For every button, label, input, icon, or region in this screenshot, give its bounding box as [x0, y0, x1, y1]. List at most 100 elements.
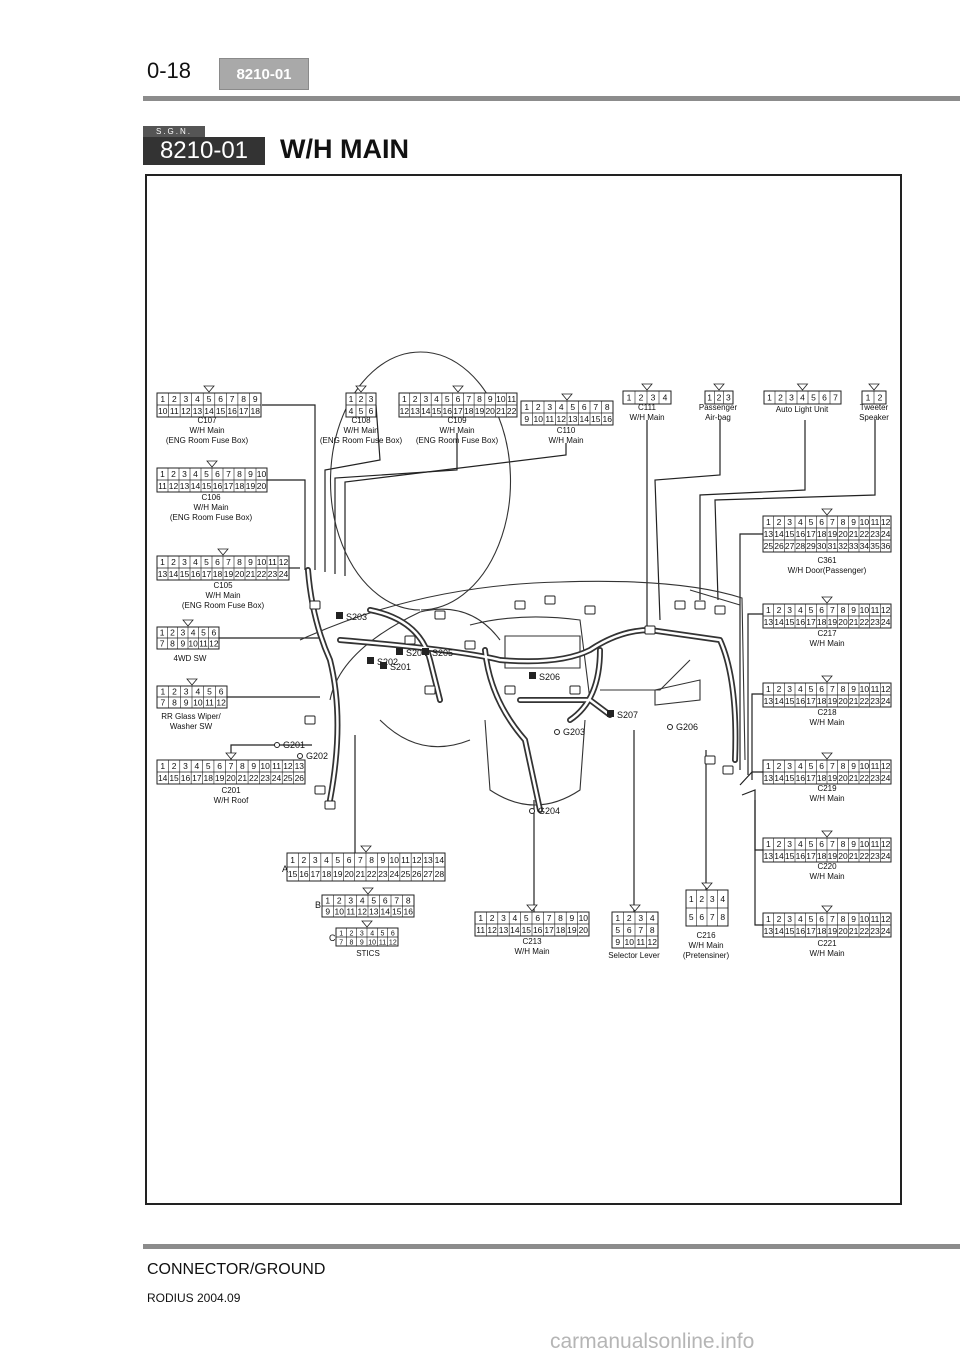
connector-c217-label: W/H Main	[809, 639, 844, 648]
connector-c201-pin: 18	[203, 773, 213, 783]
connector-c218-pin: 12	[881, 684, 891, 694]
dashboard-outline	[504, 635, 581, 669]
leader-wire	[344, 443, 567, 576]
connector-c107-pin: 17	[239, 406, 249, 416]
branch-connector	[704, 755, 716, 765]
connector-stics-18-pin: 24	[389, 869, 399, 879]
connector-stics-pin: 1	[339, 930, 343, 937]
connector-c201-pin: 16	[181, 773, 191, 783]
connector-stics-19-pin: 8	[406, 895, 411, 905]
connector-c220-pin: 20	[838, 851, 848, 861]
connector-stics-19-pin: 10	[335, 906, 345, 916]
connector-c213-pin: 12	[487, 925, 497, 935]
connector-stics-18-pin: 13	[423, 855, 433, 865]
connector-rrwiper-pin: 12	[216, 697, 226, 707]
connector-c221-key	[821, 905, 833, 913]
connector-c201-label: W/H Roof	[214, 796, 249, 805]
connector-c213-pin: 10	[579, 913, 589, 923]
connector-4wd-pin: 7	[160, 638, 165, 648]
connector-c105-pin: 3	[182, 557, 187, 567]
connector-c109-pin: 14	[421, 406, 431, 416]
connector-c109-key	[452, 385, 464, 393]
connector-c361-pin: 17	[806, 529, 816, 539]
connector-c201-pin: 15	[169, 773, 179, 783]
connector-c108-pin: 1	[349, 394, 354, 404]
connector-stics-18-pin: 3	[313, 855, 318, 865]
connector-stics-18-pin: 15	[288, 869, 298, 879]
connector-passenger-label: Passenger	[699, 403, 738, 412]
ground-point	[667, 724, 673, 730]
connector-c109-pin: 4	[434, 394, 439, 404]
connector-c107-pin: 11	[170, 406, 179, 416]
page-number: 0-18	[147, 58, 192, 83]
connector-autolight-pin: 5	[811, 392, 816, 402]
connector-passenger-pin: 2	[717, 392, 722, 402]
wire-harness-core	[338, 628, 737, 762]
connector-stics-key	[361, 920, 373, 928]
connector-c107-pin: 15	[216, 406, 226, 416]
ground-point	[274, 742, 280, 748]
leader-wire	[699, 420, 806, 600]
connector-c110-pin: 13	[568, 414, 578, 424]
ground-label: G202	[306, 751, 328, 761]
connector-c220-key	[821, 830, 833, 838]
connector-c109-label: (ENG Room Fuse Box)	[416, 436, 499, 445]
connector-c361-pin: 19	[828, 529, 838, 539]
leader-wire	[654, 420, 721, 621]
connector-c219-pin: 3	[787, 761, 792, 771]
connector-c218-pin: 3	[787, 684, 792, 694]
connector-c220-pin: 15	[785, 851, 795, 861]
connector-c361-pin: 7	[830, 517, 835, 527]
connector-rrwiper-pin: 8	[172, 697, 177, 707]
footer-model: RODIUS 2004.09	[147, 1291, 241, 1305]
connector-c218-label: C218	[817, 708, 837, 717]
connector-selector-pin: 7	[638, 925, 643, 935]
connector-c220-pin: 19	[828, 851, 838, 861]
connector-c361-pin: 32	[838, 541, 848, 551]
connector-stics-18-pin: 16	[299, 869, 309, 879]
connector-c106-pin: 9	[248, 469, 253, 479]
connector-passenger-key	[713, 383, 725, 391]
ground-label: G201	[283, 740, 305, 750]
connector-stics-19-pin: 3	[348, 895, 353, 905]
connector-c221-pin: 8	[841, 914, 846, 924]
connector-c105-pin: 7	[226, 557, 231, 567]
connector-rrwiper-key	[186, 678, 198, 686]
connector-rrwiper-pin: 9	[184, 697, 189, 707]
connector-stics-18-pin: 18	[322, 869, 332, 879]
connector-c218-pin: 21	[849, 696, 859, 706]
connector-c219-pin: 12	[881, 761, 891, 771]
connector-c219-pin: 22	[860, 773, 870, 783]
connector-c361-pin: 12	[881, 517, 891, 527]
connector-c105-pin: 9	[248, 557, 253, 567]
connector-c361-pin: 6	[819, 517, 824, 527]
branch-connector	[404, 635, 416, 645]
connector-stics-18-pin: 23	[378, 869, 388, 879]
connector-c217-pin: 15	[785, 617, 795, 627]
connector-stics-19-key	[362, 887, 374, 895]
connector-stics-label: STICS	[356, 949, 380, 958]
splice-marker	[422, 648, 429, 655]
connector-c220-pin: 10	[860, 839, 870, 849]
connector-c105-pin: 18	[213, 569, 223, 579]
branch-connector	[714, 605, 726, 615]
connector-c107-pin: 16	[227, 406, 237, 416]
connector-c201-pin: 17	[192, 773, 202, 783]
connector-c217-pin: 5	[809, 605, 814, 615]
connector-c109-pin: 7	[466, 394, 471, 404]
connector-selector-key	[629, 904, 641, 912]
connector-c111-pin: 1	[627, 392, 632, 402]
connector-c105-pin: 20	[235, 569, 245, 579]
connector-c107-pin: 7	[230, 394, 235, 404]
wire-harness	[517, 697, 613, 718]
connector-stics-18-pin: 27	[423, 869, 433, 879]
ground-point	[529, 808, 535, 814]
connector-c216-pin: 6	[699, 912, 704, 922]
